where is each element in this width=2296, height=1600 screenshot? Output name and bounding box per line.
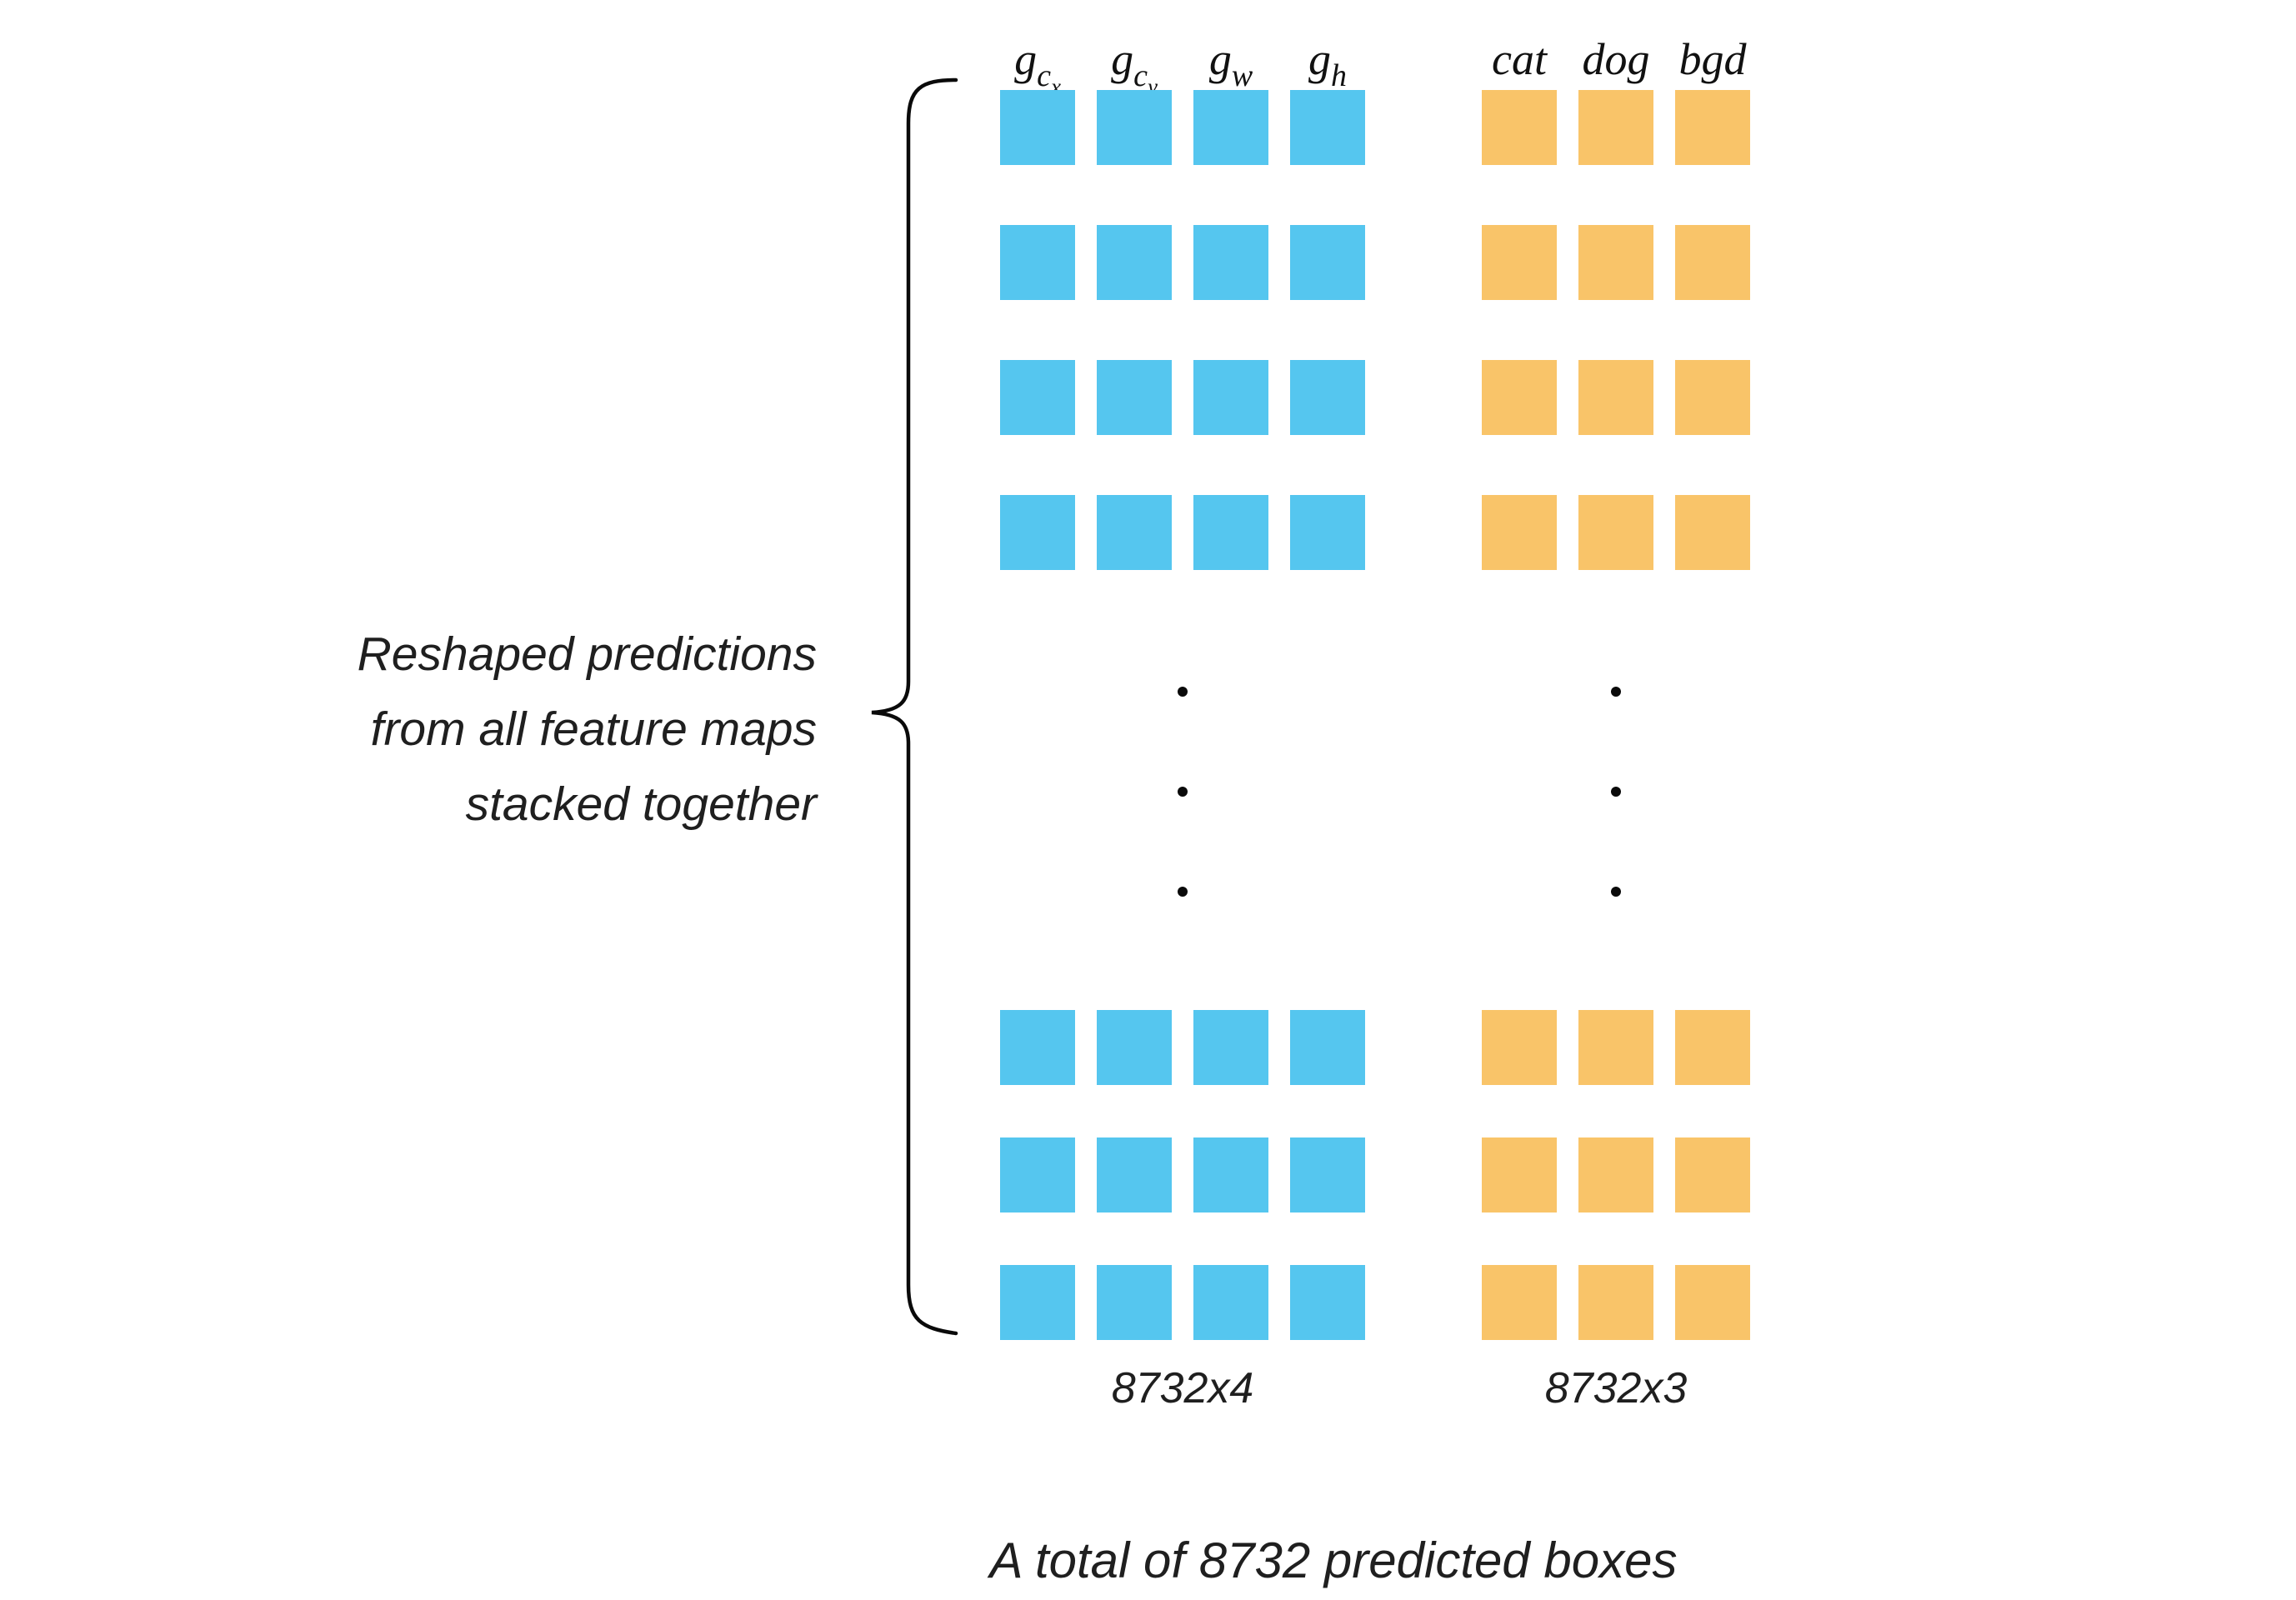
orange-matrix-cell: [1675, 1010, 1750, 1085]
orange-matrix-cell: [1578, 1265, 1653, 1340]
blue-matrix-dim-label: 8732x4: [1111, 1364, 1254, 1412]
ellipsis-dot: [1611, 687, 1621, 697]
left-caption-line: from all feature maps: [370, 702, 817, 756]
blue-matrix-cell: [1097, 360, 1172, 435]
orange-matrix-cell: [1578, 1138, 1653, 1212]
orange-matrix-cell: [1482, 1010, 1557, 1085]
blue-matrix-cell: [1097, 1138, 1172, 1212]
blue-matrix-cell: [1290, 495, 1365, 570]
orange-matrix-cell: [1482, 1138, 1557, 1212]
orange-matrix-cell: [1675, 90, 1750, 165]
ellipsis-dot: [1611, 787, 1621, 797]
orange-matrix-cell: [1482, 495, 1557, 570]
blue-matrix-cell: [1193, 495, 1268, 570]
blue-matrix-cell: [1000, 360, 1075, 435]
orange-matrix-cell: [1482, 360, 1557, 435]
blue-matrix-cell: [1000, 90, 1075, 165]
blue-matrix-cell: [1000, 495, 1075, 570]
blue-matrix-cell: [1097, 495, 1172, 570]
orange-matrix-cell: [1578, 1010, 1653, 1085]
orange-matrix-cell: [1675, 1265, 1750, 1340]
math-base: g: [1014, 34, 1038, 84]
blue-matrix-cell: [1000, 225, 1075, 300]
blue-matrix-cell: [1290, 1010, 1365, 1085]
blue-matrix-cell: [1290, 90, 1365, 165]
blue-matrix-cell: [1097, 1010, 1172, 1085]
blue-matrix-cell: [1193, 1265, 1268, 1340]
orange-matrix-cell: [1675, 1138, 1750, 1212]
math-sub: w: [1231, 58, 1253, 93]
ellipsis-dot: [1178, 687, 1188, 697]
orange-matrix-cell: [1578, 360, 1653, 435]
blue-matrix-cell: [1290, 1265, 1365, 1340]
orange-matrix-cell: [1675, 495, 1750, 570]
blue-matrix-cell: [1193, 225, 1268, 300]
math-subsub: y: [1147, 74, 1158, 99]
blue-matrix-cell: [1290, 360, 1365, 435]
blue-matrix-cell: [1193, 1010, 1268, 1085]
orange-col-header-bgd: bgd: [1678, 34, 1747, 84]
math-sub: h: [1331, 58, 1347, 93]
math-base: g: [1308, 34, 1331, 84]
orange-matrix-cell: [1578, 90, 1653, 165]
orange-matrix-cell: [1482, 1265, 1557, 1340]
blue-matrix-cell: [1193, 90, 1268, 165]
math-base: g: [1208, 34, 1232, 84]
math-base: g: [1111, 34, 1134, 84]
blue-matrix-cell: [1290, 225, 1365, 300]
orange-matrix-cell: [1578, 495, 1653, 570]
left-caption: Reshaped predictions from all feature ma…: [250, 617, 817, 842]
blue-matrix-cell: [1000, 1265, 1075, 1340]
orange-matrix-cell: [1675, 360, 1750, 435]
ellipsis-dot: [1178, 887, 1188, 897]
math-sub: c: [1037, 58, 1051, 93]
left-caption-line: Reshaped predictions: [357, 628, 817, 681]
orange-col-header-dog: dog: [1582, 34, 1650, 84]
orange-matrix-cell: [1578, 225, 1653, 300]
orange-matrix-cell: [1482, 225, 1557, 300]
blue-matrix-cell: [1097, 1265, 1172, 1340]
math-sub: c: [1133, 58, 1148, 93]
orange-matrix-dim-label: 8732x3: [1544, 1364, 1688, 1412]
blue-matrix-cell: [1000, 1010, 1075, 1085]
math-subsub: x: [1050, 74, 1061, 99]
blue-matrix-cell: [1193, 1138, 1268, 1212]
left-caption-line: stacked together: [465, 778, 817, 831]
ellipsis-dot: [1178, 787, 1188, 797]
orange-matrix-cell: [1482, 90, 1557, 165]
footer-caption: A total of 8732 predicted boxes: [989, 1532, 1678, 1588]
blue-matrix-cell: [1000, 1138, 1075, 1212]
orange-col-header-cat: cat: [1492, 34, 1547, 84]
blue-matrix-cell: [1097, 90, 1172, 165]
blue-matrix-cell: [1193, 360, 1268, 435]
orange-matrix-cell: [1675, 225, 1750, 300]
curly-brace-icon: [871, 78, 958, 1336]
blue-matrix-cell: [1097, 225, 1172, 300]
blue-matrix-cell: [1290, 1138, 1365, 1212]
ellipsis-dot: [1611, 887, 1621, 897]
